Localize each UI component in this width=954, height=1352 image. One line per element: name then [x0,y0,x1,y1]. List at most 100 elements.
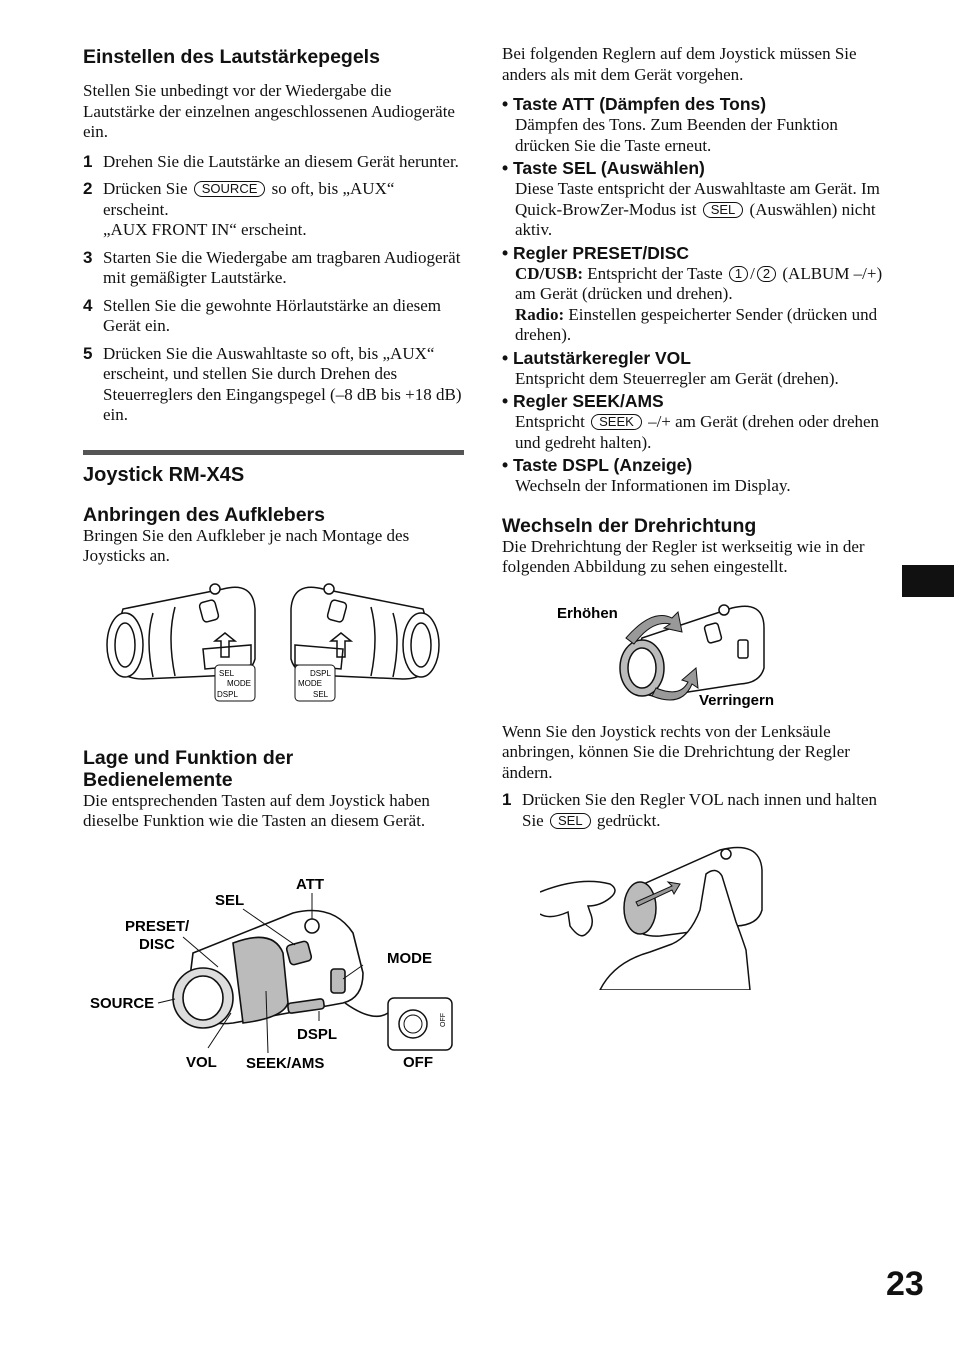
controls-diagram: OFF ATT SEL PRESET/ DISC MODE SOURCE DSP… [90,876,453,1072]
bullet-sel-title: • Taste SEL (Auswählen) [502,158,705,178]
step-text: Drehen Sie die Lautstärke an diesem Gerä… [103,151,459,171]
step-text: Stellen Sie die gewohnte Hörlautstärke a… [103,295,442,336]
page-number: 23 [886,1265,924,1303]
bullet-preset-text: CD/USB: Entspricht der Taste 1/2 (ALBUM … [502,264,886,346]
step-number: 1 [502,790,512,809]
step-2: 2 Drücken Sie SOURCE so oft, bis „AUX“ e… [83,179,464,241]
step-number: 2 [83,179,93,198]
hand-illustration [540,846,763,990]
preset-cd-label: CD/USB: [515,263,584,283]
bullet-seek-title: • Regler SEEK/AMS [502,391,664,411]
bullet-seek: • Regler SEEK/AMS Entspricht SEEK –/+ am… [502,391,886,453]
bullet-att-text: Dämpfen des Tons. Zum Beenden der Funkti… [515,115,838,155]
source-key: SOURCE [193,181,266,197]
bullet-preset-title: • Regler PRESET/DISC [502,242,690,263]
off-small-label: OFF [440,1013,447,1027]
preset-cd-post: (ALBUM –/+) am Gerät (drücken und drehen… [515,263,883,304]
sticker-right-sel: SEL [313,690,329,699]
sticker-left-mode: MODE [227,679,251,688]
sticker-text: Bringen Sie den Aufkleber je nach Montag… [83,525,410,566]
step-text: Drücken Sie den Regler VOL nach innen un… [522,790,886,831]
rotation-text-2: Wenn Sie den Joystick rechts von der Len… [502,721,850,782]
bullet-vol-title: • Lautstärkeregler VOL [502,347,691,368]
left-hand [540,880,616,937]
bullet-sel: • Taste SEL (Auswählen) Diese Taste ents… [502,158,886,241]
diagram-labels: ATT SEL PRESET/ DISC MODE SOURCE DSPL VO… [90,876,433,1072]
sticker-right: DSPL MODE SEL [294,664,336,701]
sel-text-pre: Diese Taste entspricht der Auswahltaste … [515,179,880,219]
step-number: 3 [83,247,93,267]
label-decrease: Verringern [699,692,774,709]
label-mode: MODE [387,950,432,967]
joystick-drawing [172,909,389,1029]
key-slash: / [750,263,755,283]
bullet-sel-text: Diese Taste entspricht der Auswahltaste … [502,179,886,241]
joystick-left-drawing [106,582,256,680]
rotation-step-post: gedrückt. [596,810,661,830]
seek-text-pre: Entspricht [515,412,585,431]
volume-intro: Stellen Sie unbedingt vor der Wiedergabe… [83,81,455,141]
right-column: Bei folgenden Reglern auf dem Joystick m… [502,44,886,831]
rotation-arrows [625,610,699,700]
label-dspl: DSPL [297,1026,337,1043]
heading-rotation: Wechseln der Drehrichtung [502,514,757,537]
rotation-step-1: 1 Drücken Sie den Regler VOL nach innen … [502,790,886,831]
left-column: Einstellen des Lautstärkepegels Stellen … [83,44,464,832]
seek-text-post: –/+ am Gerät (drehen oder drehen und ged… [515,412,880,452]
bullet-dspl-text: Wechseln der Informationen im Display. [515,476,791,495]
heading-controls-line1: Lage und Funktion der [83,746,294,769]
chapter-tab [902,565,954,597]
bullet-att-title: • Taste ATT (Dämpfen des Tons) [502,94,767,114]
label-seek: SEEK/AMS [246,1055,324,1072]
heading-controls-line2: Bedienelemente [83,768,233,791]
leader-lines [157,893,364,1054]
label-sel: SEL [215,892,244,909]
joystick-knob [623,881,657,935]
sel-key-step: SEL [549,812,591,829]
sticker-left: SEL MODE DSPL [214,664,256,701]
step-number: 4 [83,295,93,315]
step-text: Starten Sie die Wiedergabe am tragbaren … [103,247,461,288]
step-4: 4 Stellen Sie die gewohnte Hörlautstärke… [83,296,464,337]
bullet-vol: • Lautstärkeregler VOL Entspricht dem St… [502,348,886,390]
bullet-dspl-title: • Taste DSPL (Anzeige) [502,455,693,475]
preset-radio-text: Einstellen gespeicherter Sender (drücken… [515,304,878,345]
rotation-joystick-drawing [619,603,765,697]
right-hand [599,869,751,990]
label-source: SOURCE [90,995,154,1012]
section-divider [83,449,464,455]
step-text-pre: Drücken Sie [103,179,188,198]
sticker-illustration: SEL MODE DSPL DSPL MODE SEL [106,582,440,701]
label-off: OFF [403,1054,433,1071]
rotation-text: Die Drehrichtung der Regler ist werkseit… [502,536,865,577]
rotation-step-pre: Drücken Sie den Regler VOL nach innen un… [522,790,878,830]
heading-volume-level: Einstellen des Lautstärkepegels [83,46,380,68]
step-3: 3 Starten Sie die Wiedergabe am tragbare… [83,248,464,289]
joystick-right-drawing [290,582,440,680]
key-1: 1 [728,265,749,282]
key-2: 2 [756,265,777,282]
label-increase: Erhöhen [557,605,618,622]
step-text-line2: „AUX FRONT IN“ erscheint. [103,220,307,239]
rotation-illustration: Erhöhen Verringern [557,603,774,709]
step-number: 5 [83,343,93,363]
seek-key: SEEK [591,414,642,430]
bullet-vol-text: Entspricht dem Steuerregler am Gerät (dr… [515,368,839,388]
label-preset: PRESET/ [125,918,190,935]
label-att: ATT [296,876,324,893]
step-text-post: so oft, bis „AUX“ erscheint. [103,179,395,219]
sel-key: SEL [702,201,744,218]
controls-text: Die entsprechenden Tasten auf dem Joysti… [83,790,430,831]
preset-radio-label: Radio: [515,304,565,324]
bullet-att: • Taste ATT (Dämpfen des Tons) Dämpfen d… [502,94,886,156]
step-number: 1 [83,151,93,171]
bullet-dspl: • Taste DSPL (Anzeige) Wechseln der Info… [502,455,886,497]
step-5: 5 Drücken Sie die Auswahltaste so oft, b… [83,344,464,426]
sticker-right-mode: MODE [298,679,322,688]
step-text: Drücken Sie die Auswahltaste so oft, bis… [103,343,462,425]
sticker-right-dspl: DSPL [310,669,331,678]
sticker-left-sel: SEL [219,669,235,678]
step-text: Drücken Sie SOURCE so oft, bis „AUX“ ers… [103,179,464,241]
heading-sticker: Anbringen des Aufklebers [83,503,325,526]
joystick-button [720,848,732,860]
